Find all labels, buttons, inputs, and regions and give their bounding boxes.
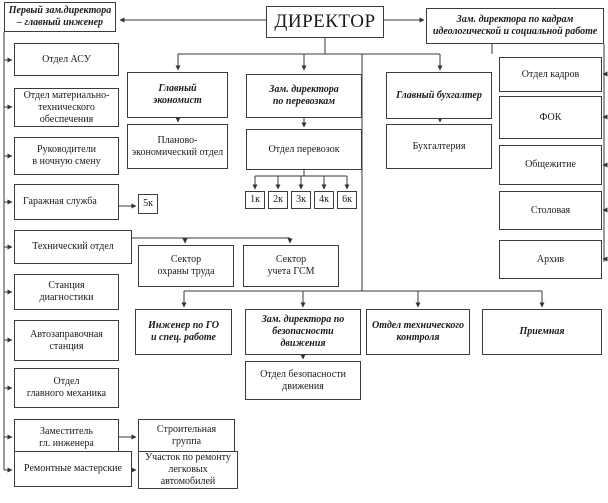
- director-box: ДИРЕКТОР: [266, 6, 384, 38]
- reception-box: Приемная: [482, 309, 602, 355]
- asu-dept-box: Отдел АСУ: [14, 43, 119, 76]
- chief-economist-box: Главный экономист: [127, 72, 228, 118]
- planning-dept-box: Планово- экономический отдел: [127, 124, 228, 169]
- transport-dept-box: Отдел перевозок: [246, 129, 362, 170]
- traffic-safety-deputy-box: Зам. директора по безопасности движения: [245, 309, 361, 355]
- fuel-sector-box: Сектор учета ГСМ: [243, 245, 339, 287]
- civil-defense-engineer-box: Инженер по ГО и спец. работе: [135, 309, 232, 355]
- canteen-box: Столовая: [499, 191, 602, 230]
- diagnostics-box: Станция диагностики: [14, 274, 119, 310]
- column-4k-box: 4к: [314, 191, 334, 209]
- night-shift-box: Руководители в ночную смену: [14, 137, 119, 175]
- transport-deputy-box: Зам. директора по перевозкам: [246, 74, 362, 118]
- garage-service-box: Гаражная служба: [14, 184, 119, 220]
- gas-station-box: Автозаправочная станция: [14, 320, 119, 361]
- construction-group-box: Строительная группа: [138, 419, 235, 453]
- chief-accountant-box: Главный бухгалтер: [386, 72, 492, 119]
- mto-dept-box: Отдел материально- технического обеспече…: [14, 88, 119, 127]
- dormitory-box: Общежитие: [499, 145, 602, 185]
- column-5k-box: 5к: [138, 194, 158, 214]
- hr-dept-box: Отдел кадров: [499, 57, 602, 92]
- deputy-chief-engineer-box: Заместитель гл. инженера: [14, 419, 119, 456]
- column-6k-box: 6к: [337, 191, 357, 209]
- first-deputy-box: Первый зам.директора – главный инженер: [4, 2, 116, 32]
- hr-deputy-box: Зам. директора по кадрам идеологической …: [426, 8, 604, 44]
- column-2k-box: 2к: [268, 191, 288, 209]
- chief-mechanic-box: Отдел главного механика: [14, 368, 119, 408]
- car-repair-section-box: Участок по ремонту легковых автомобилей: [138, 451, 238, 489]
- labor-safety-sector-box: Сектор охраны труда: [138, 245, 234, 287]
- column-3k-box: 3к: [291, 191, 311, 209]
- archive-box: Архив: [499, 240, 602, 279]
- repair-shops-box: Ремонтные мастерские: [14, 451, 132, 487]
- column-1k-box: 1к: [245, 191, 265, 209]
- traffic-safety-dept-box: Отдел безопасности движения: [245, 361, 361, 400]
- fok-box: ФОК: [499, 96, 602, 139]
- tech-control-dept-box: Отдел технического контроля: [366, 309, 470, 355]
- accounting-box: Бухгалтерия: [386, 124, 492, 169]
- tech-dept-box: Технический отдел: [14, 230, 132, 264]
